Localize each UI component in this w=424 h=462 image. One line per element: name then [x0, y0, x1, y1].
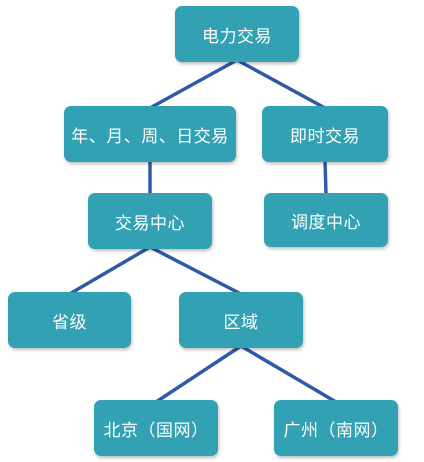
connector-trading_center-to-provincial: [67, 245, 152, 296]
node-label: 区域: [223, 312, 259, 333]
node-label: 省级: [52, 312, 87, 333]
node-guangzhou-southern-grid: 广州（南网）: [274, 400, 398, 456]
node-power-trading: 电力交易: [175, 6, 299, 62]
node-trading-center: 交易中心: [88, 193, 212, 249]
node-dispatch-center: 调度中心: [264, 193, 388, 247]
connector-trading_center-to-regional: [148, 245, 243, 296]
node-regional: 区域: [179, 292, 303, 348]
node-label: 即时交易: [290, 126, 360, 147]
node-provincial: 省级: [8, 292, 131, 348]
node-label: 调度中心: [291, 212, 361, 233]
node-periodic-trading: 年、月、周、日交易: [64, 106, 236, 162]
connector-root-to-spot_trading: [235, 58, 327, 110]
node-label: 年、月、周、日交易: [71, 126, 229, 147]
node-label: 北京（国网）: [103, 420, 209, 441]
connector-regional-to-guangzhou: [239, 344, 338, 404]
node-label: 电力交易: [202, 26, 272, 47]
node-label: 交易中心: [115, 213, 185, 234]
node-beijing-state-grid: 北京（国网）: [94, 400, 218, 456]
connector-spot_trading-to-dispatch_center: [323, 158, 328, 197]
connector-root-to-cycle_trading: [148, 58, 239, 110]
node-spot-trading: 即时交易: [262, 106, 388, 162]
connector-regional-to-beijing: [154, 344, 243, 404]
node-label: 广州（南网）: [283, 420, 389, 441]
